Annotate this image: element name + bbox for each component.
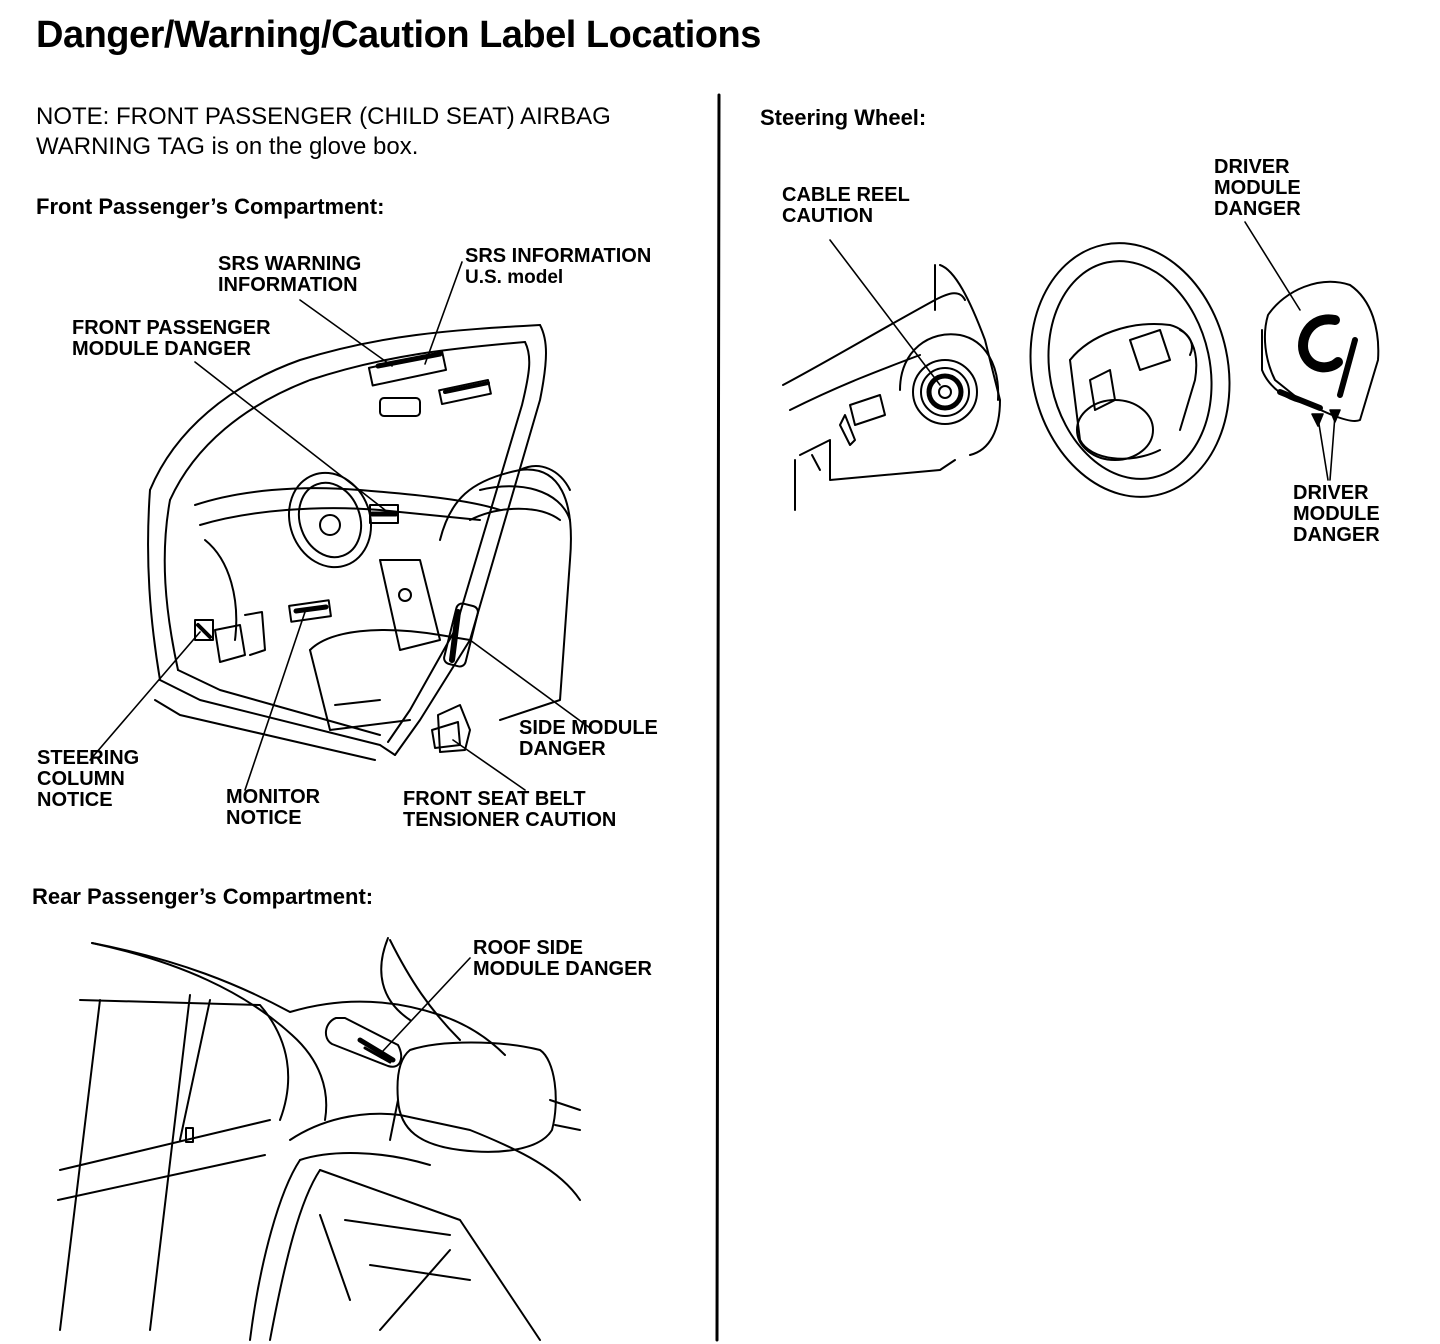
note-line-1: NOTE: FRONT PASSENGER (CHILD SEAT) AIRBA… [36,103,611,130]
driver-module-emblem [1298,314,1343,373]
steering-wheel-illustration [1029,242,1231,498]
driver-module-leader-lines [1244,221,1341,481]
rear-compartment-heading: Rear Passenger’s Compartment: [32,884,374,909]
front-compartment-illustration [147,324,572,761]
cable-reel-leader-line [829,239,941,386]
note-text: NOTE: FRONT PASSENGER (CHILD SEAT) AIRBA… [36,102,611,162]
roof-side-module-mark [324,1017,403,1068]
steering-column-notice-mark [194,619,214,641]
monitor-notice-mark [288,599,332,623]
front-compartment-heading: Front Passenger’s Compartment: [36,194,385,219]
roof-side-leader-line [381,957,471,1053]
headrest [396,1041,557,1153]
page-title: Danger/Warning/Caution Label Locations [36,14,761,56]
side-module-mark [443,602,479,668]
front-leader-lines [89,261,591,791]
driver-module-illustration [1261,280,1380,422]
steering-wheel-heading: Steering Wheel: [760,105,927,130]
rear-compartment-illustration [57,937,581,1341]
steering-column-illustration [782,264,1001,511]
column-divider [715,93,721,1342]
cable-reel-mark [912,359,978,425]
note-line-2: WARNING TAG is on the glove box. [36,133,419,160]
